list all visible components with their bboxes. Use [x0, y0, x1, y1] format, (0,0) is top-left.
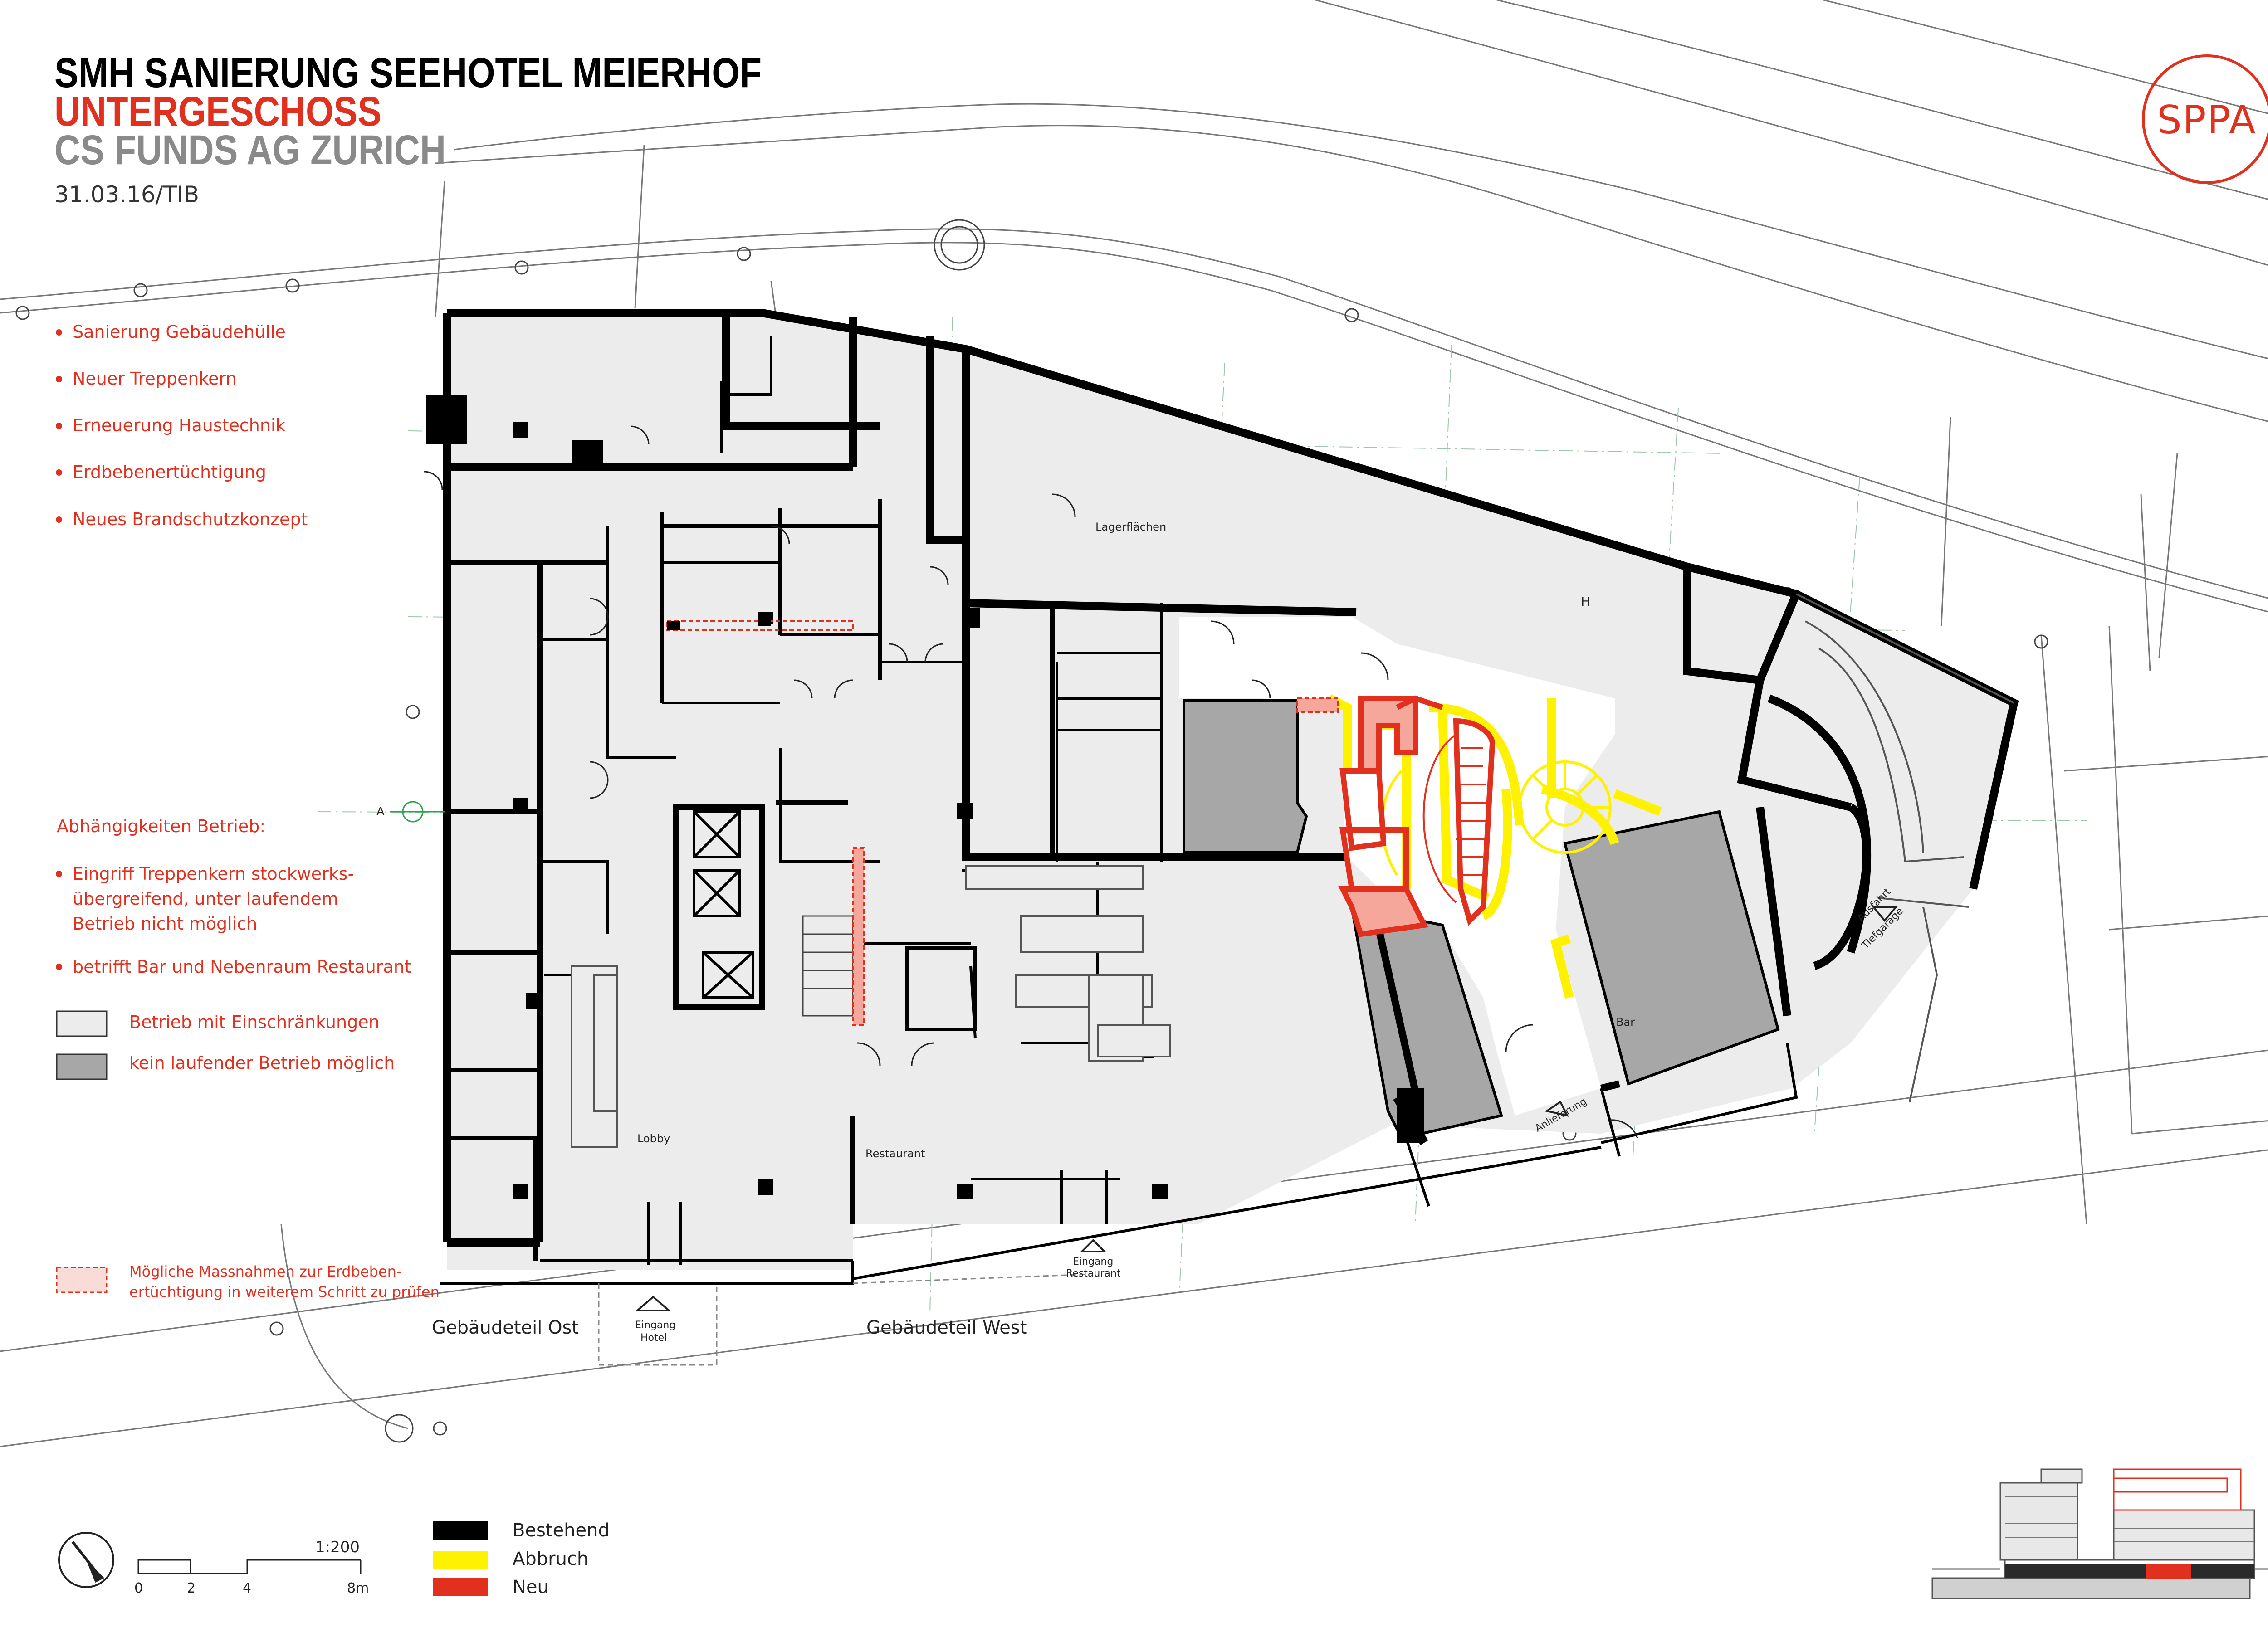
scale-ratio: 1:200: [315, 1538, 360, 1556]
entrance-hotel-label: Eingang: [635, 1320, 676, 1331]
dependency-line: übergreifend, unter laufendem: [73, 889, 338, 909]
title-client: CS FUNDS AG ZURICH: [54, 127, 446, 173]
wing-label-ost: Gebäudeteil Ost: [432, 1317, 579, 1338]
measure-item: Erdbebenertüchtigung: [73, 462, 266, 482]
seismic-measures-dashed: [666, 620, 1339, 1026]
entrance-restaurant-label: Eingang: [1073, 1256, 1114, 1267]
doors: [424, 425, 1638, 1139]
measure-item: Neuer Treppenkern: [73, 369, 237, 389]
measure-item: Sanierung Gebäudehülle: [73, 322, 286, 342]
legend-label-dark: kein laufender Betrieb möglich: [129, 1053, 395, 1073]
garage-ramp: [1796, 593, 2014, 1102]
seismic-measures-markers: [667, 612, 771, 630]
scale-tick: 2: [187, 1580, 196, 1596]
room-label-lobby: Lobby: [637, 1132, 670, 1145]
section-mark-a: A: [376, 805, 385, 819]
section-marker-a: [390, 801, 445, 823]
elevator-core: [693, 810, 754, 999]
walls-new: [1338, 695, 1496, 937]
legend-label-existing: Bestehend: [513, 1520, 610, 1541]
plan-date: 31.03.16/TIB: [54, 181, 200, 208]
stair-new: [1422, 734, 1486, 903]
measure-item: Erneuerung Haustechnik: [73, 415, 286, 435]
scale-tick: 8m: [347, 1580, 369, 1596]
legend-swatches: [56, 1010, 488, 1596]
room-label-lagerflaechen: Lagerflächen: [1095, 521, 1167, 533]
site-context-lines: [0, 0, 2268, 1447]
entrance-hotel-label: Hotel: [640, 1332, 667, 1344]
dependency-line: betrifft Bar und Nebenraum Restaurant: [73, 957, 411, 977]
dependency-line: Betrieb nicht möglich: [73, 914, 258, 934]
title-project: SMH SANIERUNG SEEHOTEL MEIERHOF: [54, 50, 762, 96]
dependency-line: Eingriff Treppenkern stockwerks-: [73, 864, 354, 884]
building-section-icon: [1931, 1468, 2268, 1599]
legend-label-demolition: Abbruch: [513, 1549, 589, 1569]
entrance-triangles: [635, 906, 1898, 1311]
north-arrow-icon: [58, 1532, 114, 1588]
legend-label-light: Betrieb mit Einschränkungen: [129, 1012, 380, 1032]
section-mark-h: H: [1581, 594, 1591, 609]
scale-bar: [137, 1559, 362, 1574]
dependencies-heading: Abhängigkeiten Betrieb:: [57, 816, 266, 836]
scale-tick: 0: [134, 1580, 143, 1596]
bullet-markers: [56, 329, 62, 970]
entrance-restaurant-label: Restaurant: [1066, 1268, 1121, 1279]
seismic-note-line: Mögliche Massnahmen zur Erdbeben-: [129, 1263, 402, 1280]
room-label-restaurant: Restaurant: [865, 1147, 925, 1160]
sppa-logo-circle: [2142, 54, 2268, 184]
entrance-outlines: [598, 1273, 1089, 1366]
columns: [426, 395, 1424, 1199]
wing-label-west: Gebäudeteil West: [866, 1317, 1027, 1338]
title-floor: UNTERGESCHOSS: [54, 88, 381, 135]
sppa-logo: SPPA: [2157, 97, 2257, 143]
furniture-outlines: [571, 865, 1171, 1148]
scale-tick: 4: [243, 1580, 252, 1596]
courtyard-white: [1179, 617, 1615, 1116]
measure-item: Neues Brandschutzkonzept: [73, 509, 308, 529]
seismic-note-line: ertüchtigung in weiterem Schritt zu prüf…: [129, 1283, 440, 1301]
legend-label-new: Neu: [513, 1577, 549, 1598]
room-label-bar: Bar: [1616, 1016, 1635, 1028]
